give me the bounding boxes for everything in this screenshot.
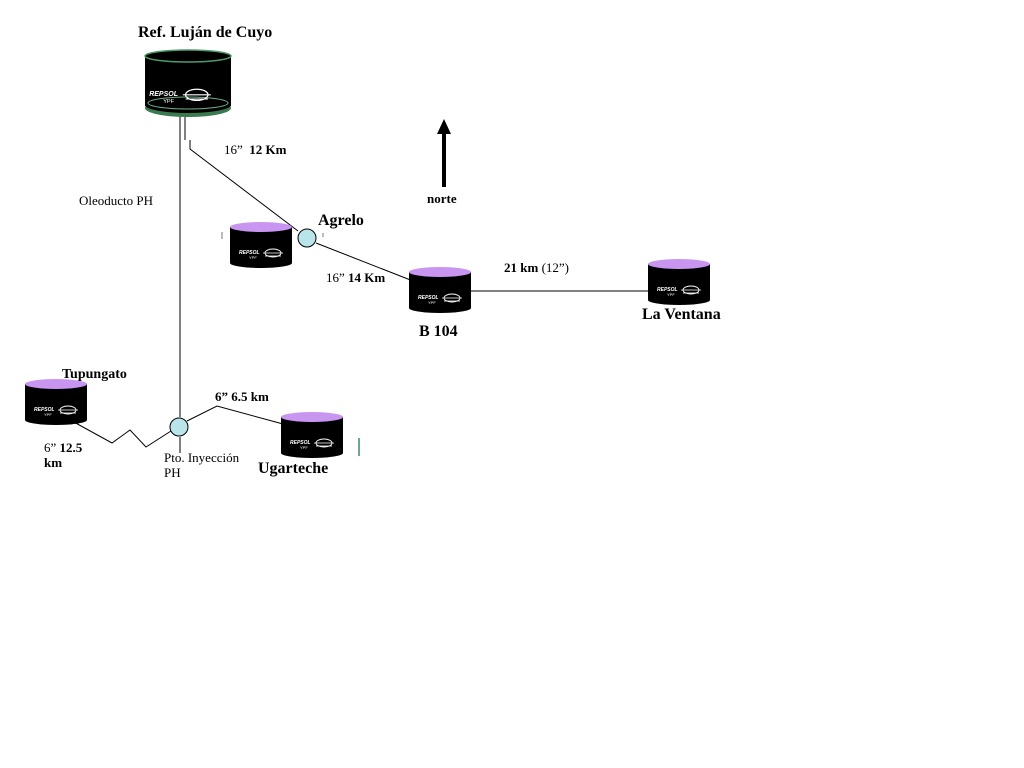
label-pipeline-ref-agrelo: 16” 12 Km (224, 142, 287, 158)
label-oleoducto-ph: Oleoducto PH (79, 193, 154, 208)
diameter: 16” (224, 142, 243, 157)
label-b104: B 104 (419, 323, 458, 340)
pipeline-agrelo-b104 (315, 242, 414, 282)
pipelines (71, 115, 650, 453)
label-la-ventana: La Ventana (642, 306, 721, 323)
length: 12.5 (59, 440, 83, 455)
diameter: 6” (44, 440, 57, 455)
label-pipeline-tupungato: 6” 12.5 km (44, 440, 83, 471)
label-inyeccion: Pto. Inyección PH (164, 450, 240, 481)
length: 6.5 km (231, 389, 269, 404)
north-arrow-icon (437, 119, 451, 187)
tank-agrelo (230, 222, 292, 268)
label-norte: norte (427, 191, 457, 206)
tank-la-ventana (648, 259, 710, 305)
junction-inyeccion-ph (169, 417, 189, 437)
label-pipeline-agrelo-b104: 16” 14 Km (326, 270, 386, 286)
diameter: (12”) (541, 260, 569, 275)
label-inyeccion-line2: PH (164, 464, 181, 480)
junction-agrelo (297, 228, 317, 248)
label-pipeline-b104-ventana: 21 km (12”) (504, 260, 569, 276)
length-unit: km (44, 454, 63, 470)
pipeline-tupungato-inyeccion (71, 420, 172, 448)
label-pipeline-ugarteche: 6” 6.5 km (215, 389, 269, 405)
pipeline-inyeccion-ugarteche (186, 405, 284, 425)
diameter: 16” (326, 270, 345, 285)
label-inyeccion-line1: Pto. Inyección (164, 450, 240, 465)
length: 21 km (504, 260, 539, 275)
label-tupungato: Tupungato (62, 367, 127, 382)
label-agrelo: Agrelo (318, 212, 364, 229)
tank-ugarteche (281, 412, 343, 458)
tank-tupungato (25, 379, 87, 425)
label-refineria: Ref. Luján de Cuyo (138, 24, 273, 41)
tank-b104 (409, 267, 471, 313)
refinery-tank (144, 49, 232, 117)
diameter: 6” (215, 389, 228, 404)
length: 14 Km (348, 270, 386, 285)
pipeline-ref-agrelo (189, 140, 299, 232)
length: 12 Km (249, 142, 287, 157)
label-ugarteche: Ugarteche (258, 460, 329, 477)
